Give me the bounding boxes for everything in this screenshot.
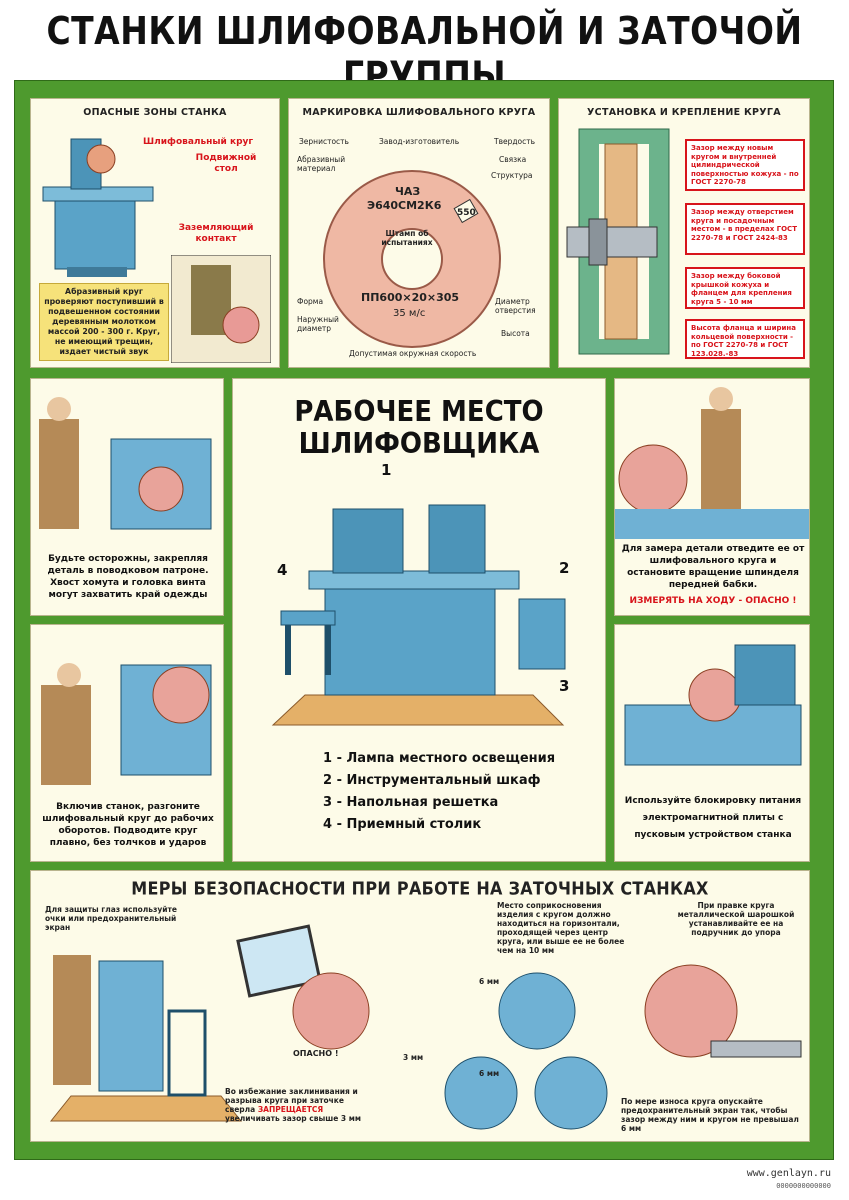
note-mount-2: Зазор между отверстием круга и посадочны… <box>685 203 805 255</box>
note-gap-text-2: увеличивать зазор свыше 3 мм <box>225 1114 362 1123</box>
stamp-value: 550 <box>457 208 476 218</box>
caption-chuck: Будьте осторожны, закрепляя деталь в пов… <box>47 554 209 600</box>
legend-item-1: 1 - Лампа местного освещения <box>323 751 556 766</box>
worker-at-cylindrical-grinder-illustration <box>39 397 212 530</box>
workplace-title-line2: ШЛИФОВЩИКА <box>298 427 540 461</box>
wheel-marking-spec: Э640СМ2К6 <box>367 199 442 212</box>
wheel-mounting-diagram <box>566 128 670 355</box>
label-structure: Структура <box>491 171 533 180</box>
label-grinding-wheel: Шлифовальный круг <box>143 137 254 147</box>
label-ground-contact: Заземляющий контакт <box>178 223 254 244</box>
panel-danger-zones: ОПАСНЫЕ ЗОНЫ СТАНКА Шлифовальный круг По… <box>30 98 280 368</box>
note-mount-1: Зазор между новым кругом и внутренней ци… <box>685 139 805 191</box>
note-gap-forbidden: ЗАПРЕЩАЕТСЯ <box>257 1105 324 1114</box>
note-contact-point: Место соприкосновения изделия с кругом д… <box>497 901 625 955</box>
label-hole-diameter: Диаметр отверстия <box>495 297 536 315</box>
marker-4: 4 <box>277 561 288 579</box>
marker-3: 3 <box>559 677 570 695</box>
label-grain: Зернистость <box>299 137 349 146</box>
label-hardness: Твердость <box>494 137 536 146</box>
label-speed: Допустимая окружная скорость <box>349 349 477 358</box>
wheel-marking-size: ПП600×20×305 <box>361 291 460 304</box>
bottom-title: МЕРЫ БЕЗОПАСНОСТИ ПРИ РАБОТЕ НА ЗАТОЧНЫХ… <box>131 878 709 899</box>
panel-measure-warning: Для замера детали отведите ее от шлифова… <box>614 378 810 616</box>
label-outer-diameter: Наружный диаметр <box>297 315 339 333</box>
note-screen-wear: По мере износа круга опускайте предохран… <box>621 1097 799 1133</box>
poster-title: СТАНКИ ШЛИФОВАЛЬНОЙ И ЗАТОЧОЙ ГРУППЫ <box>46 8 803 98</box>
note-wheel-check: Абразивный круг проверяют поступивший в … <box>39 283 169 361</box>
panel-title: ОПАСНЫЕ ЗОНЫ СТАНКА <box>83 107 227 118</box>
note-mount-4: Высота фланца и ширина кольцевой поверхн… <box>685 319 805 359</box>
panel-title: МАРКИРОВКА ШЛИФОВАЛЬНОГО КРУГА <box>302 107 536 118</box>
footer-url: www.genlayn.ru <box>746 1168 831 1179</box>
panel-title: УСТАНОВКА И КРЕПЛЕНИЕ КРУГА <box>587 107 781 118</box>
legend-item-3: 3 - Напольная решетка <box>323 795 499 810</box>
wheel-marking-maker: ЧАЗ <box>395 185 421 198</box>
panel-wheel-mounting: УСТАНОВКА И КРЕПЛЕНИЕ КРУГА Зазор между … <box>558 98 810 368</box>
dim-6mm-top: 6 мм <box>479 977 500 986</box>
grinding-wheel-diagram <box>323 170 501 348</box>
panel-chuck-warning: Будьте осторожны, закрепляя деталь в пов… <box>30 378 224 616</box>
sharpening-illustrations <box>49 924 802 1130</box>
legend-item-2: 2 - Инструментальный шкаф <box>323 773 541 788</box>
warning-measure: ИЗМЕРЯТЬ НА ХОДУ - ОПАСНО ! <box>629 596 797 606</box>
panel-grinder-workplace: РАБОЧЕЕ МЕСТО ШЛИФОВЩИКА 1 2 3 4 1 - Лам… <box>232 378 606 862</box>
legend-item-4: 4 - Приемный столик <box>323 817 482 832</box>
dim-3mm: 3 мм <box>403 1053 424 1062</box>
caption-start: Включив станок, разгоните шлифовальный к… <box>42 802 214 848</box>
panel-magnet-lock: Используйте блокировку питания электрома… <box>614 624 810 862</box>
label-abrasive: Абразивный материал <box>297 155 346 173</box>
note-gap-text-1: Во избежание заклинивания и разрыва круг… <box>225 1087 358 1114</box>
label-danger: ОПАСНО ! <box>293 1049 339 1058</box>
dim-6mm-bottom: 6 мм <box>479 1069 500 1078</box>
label-stamp: Штамп об испытаниях <box>381 229 433 247</box>
label-height: Высота <box>501 329 530 338</box>
worker-measuring-illustration <box>615 387 809 539</box>
panel-wheel-marking: МАРКИРОВКА ШЛИФОВАЛЬНОГО КРУГА Зернистос… <box>288 98 550 368</box>
footer-code: 0000000000000 <box>776 1182 831 1190</box>
surface-grinder-illustration <box>42 138 154 277</box>
note-glasses: Для защиты глаз используйте очки или пре… <box>45 905 177 932</box>
workplace-title-line1: РАБОЧЕЕ МЕСТО <box>294 395 544 429</box>
note-dressing: При правке круга металлической шарошкой … <box>677 901 795 937</box>
workplace-illustration <box>271 504 566 726</box>
label-bond: Связка <box>499 155 527 164</box>
marker-1: 1 <box>381 461 392 479</box>
label-form: Форма <box>297 297 324 306</box>
label-maker: Завод-изготовитель <box>379 137 460 146</box>
note-mount-3: Зазор между боковой крышкой кожуха и фла… <box>685 267 805 309</box>
panel-sharpening-safety: МЕРЫ БЕЗОПАСНОСТИ ПРИ РАБОТЕ НА ЗАТОЧНЫХ… <box>30 870 810 1142</box>
worker-tapping-wheel-illustration <box>171 255 271 363</box>
panel-start-machine: Включив станок, разгоните шлифовальный к… <box>30 624 224 862</box>
marker-2: 2 <box>559 559 570 577</box>
caption-lock: Используйте блокировку питания электрома… <box>624 796 802 840</box>
wheel-marking-speed: 35 м/с <box>393 308 426 319</box>
magnetic-plate-illustration <box>624 644 802 766</box>
label-moving-table: Подвижной стол <box>195 153 257 174</box>
note-gap-limit: Во избежание заклинивания и разрыва круг… <box>225 1087 375 1123</box>
caption-measure: Для замера детали отведите ее от шлифова… <box>621 544 805 590</box>
worker-starting-grinder-illustration <box>41 663 212 785</box>
